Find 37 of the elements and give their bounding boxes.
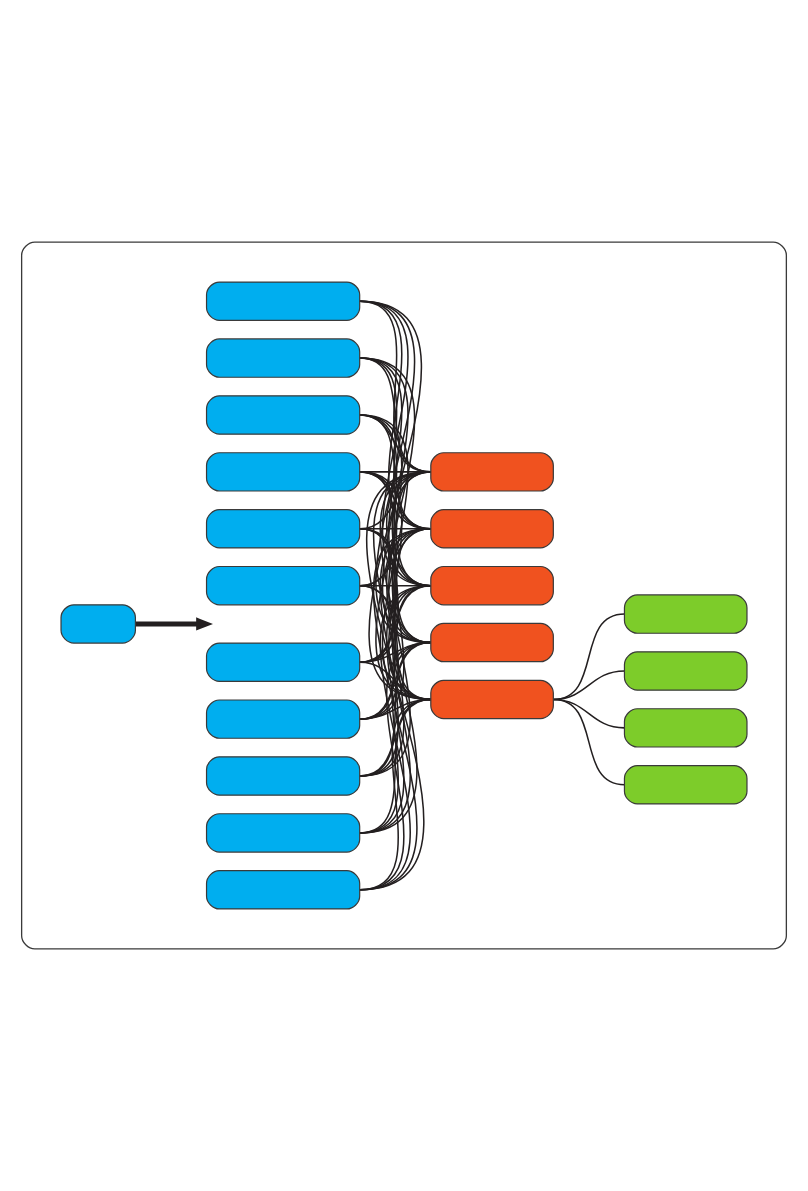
connector: [358, 414, 432, 701]
connector: [358, 641, 432, 834]
node-box: [430, 509, 554, 549]
arrow: [135, 617, 213, 631]
node-box: [205, 509, 361, 549]
connector: [358, 641, 432, 720]
connector: [358, 641, 432, 891]
connector: [358, 584, 432, 834]
connector: [358, 641, 432, 777]
node-box: [205, 642, 361, 682]
connector: [552, 613, 626, 701]
connector: [358, 414, 432, 644]
node-box: [205, 395, 361, 435]
node-box: [623, 594, 748, 634]
connector: [358, 357, 432, 644]
node-box: [623, 708, 748, 748]
node-box: [205, 699, 361, 739]
node-box: [205, 281, 361, 321]
node-box: [430, 565, 554, 606]
connector: [358, 528, 432, 777]
connector: [358, 471, 432, 777]
node-box: [623, 765, 748, 805]
node-box: [430, 679, 554, 720]
connector: [358, 584, 432, 777]
node-box: [205, 870, 361, 910]
node-box: [430, 622, 554, 663]
node-box: [60, 604, 136, 644]
connector: [358, 584, 432, 891]
node-box: [205, 565, 361, 606]
node-box: [205, 756, 361, 796]
node-box: [205, 338, 361, 378]
node-box: [623, 651, 748, 691]
cluster: [21, 241, 787, 950]
node-box: [430, 452, 554, 492]
node-box: [205, 452, 361, 492]
connector: [358, 528, 432, 834]
node-box: [205, 813, 361, 853]
